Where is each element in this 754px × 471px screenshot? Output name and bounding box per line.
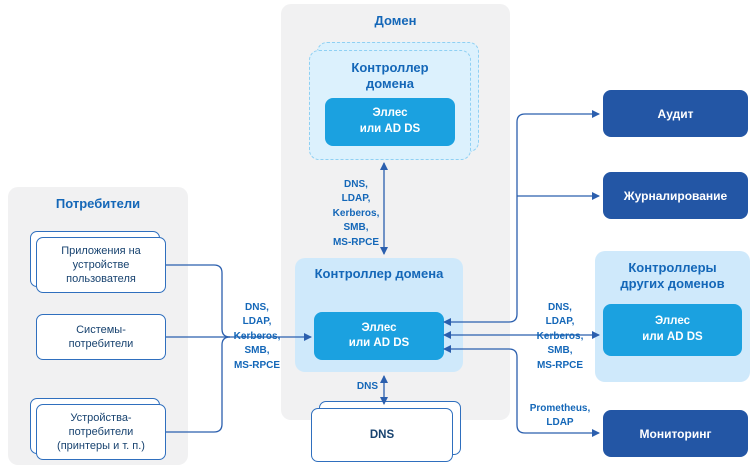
dc-main-title: Контроллер домена — [314, 266, 444, 281]
dc-standby-title: Контроллер домена — [351, 60, 429, 92]
dc-standby-product-box: Эллес или AD DS — [325, 97, 455, 146]
consumer-systems-box: Системы-потребители — [36, 314, 166, 360]
domain-panel-title: Домен — [374, 13, 417, 28]
audit-box: Аудит — [603, 90, 748, 137]
consumer-apps-box: Приложения на устройстве пользователя — [36, 237, 166, 293]
dc-main-product-box: Эллес или AD DS — [314, 312, 444, 361]
dc-standby-panel: Контроллер домена Эллес или AD DS — [309, 50, 471, 160]
consumers-panel-title: Потребители — [55, 196, 141, 211]
other-domains-product-box: Эллес или AD DS — [603, 303, 742, 356]
edge-label-consumers-to-dc: DNS, LDAP, Kerberos, SMB, MS-RPCE — [233, 302, 281, 371]
other-domains-panel: Контроллеры других доменов Эллес или AD … — [595, 251, 750, 382]
dc-main-panel: Контроллер домена Эллес или AD DS — [295, 258, 463, 372]
edge-label-dc-to-monitoring: Prometheus, LDAP — [529, 403, 591, 429]
edge-label-dc-to-dns: DNS — [356, 381, 378, 392]
other-domains-title: Контроллеры других доменов — [620, 260, 725, 292]
consumer-devices-box: Устройства-потребители (принтеры и т. п.… — [36, 404, 166, 460]
edge-label-dc-to-neighbors: DNS, LDAP, Kerberos, SMB, MS-RPCE — [536, 302, 584, 371]
journaling-box: Журналирование — [603, 172, 748, 219]
edge-label-dc-to-dc: DNS, LDAP, Kerberos, SMB, MS-RPCE — [332, 179, 380, 248]
dns-box: DNS — [311, 408, 453, 462]
monitoring-box: Мониторинг — [603, 410, 748, 457]
